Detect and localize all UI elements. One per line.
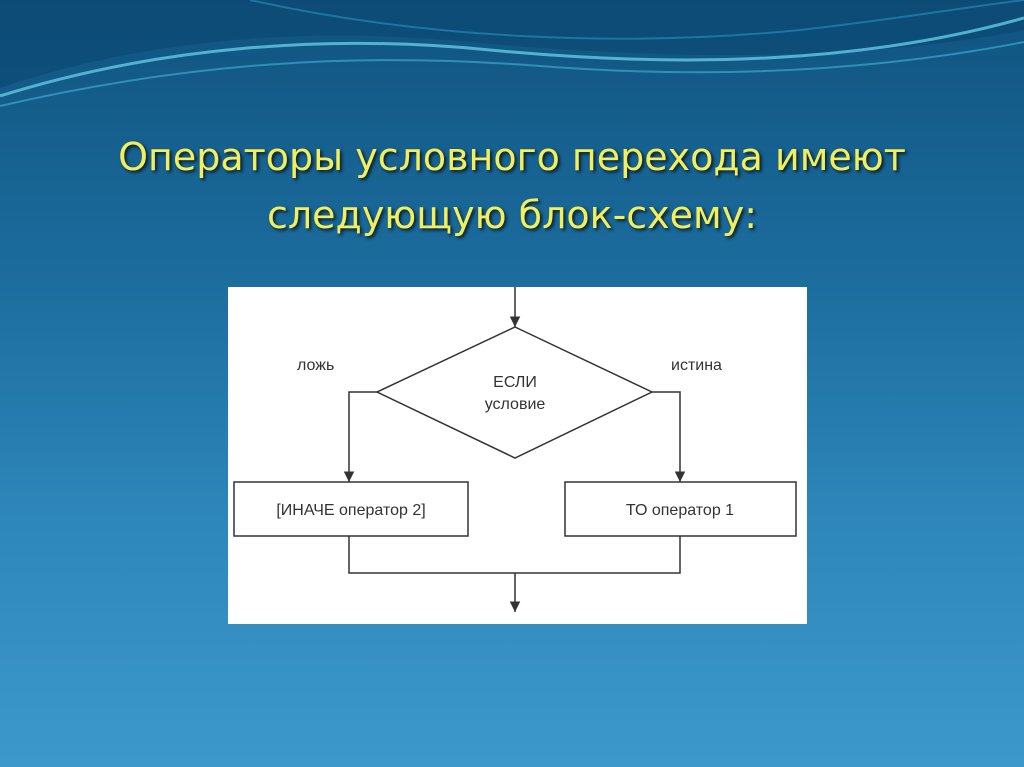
condition-diamond xyxy=(375,326,654,459)
flowchart-panel: ЕСЛИ условие ложь истина [ИНАЧЕ оператор… xyxy=(228,287,807,624)
condition-label-line-2: условие xyxy=(485,396,546,413)
flowchart-diagram: ЕСЛИ условие ложь истина [ИНАЧЕ оператор… xyxy=(233,287,797,612)
else-statement-box xyxy=(233,481,469,537)
slide-title-line-2: следующую блок-схему: xyxy=(266,193,757,237)
true-branch-connector xyxy=(652,391,686,482)
then-statement-label: ТО оператор 1 xyxy=(626,502,734,519)
then-statement-box xyxy=(564,481,797,537)
false-branch-connector xyxy=(343,391,377,482)
merge-connector xyxy=(348,536,681,574)
true-branch-label: истина xyxy=(671,357,722,374)
slide-title: Операторы условного перехода имеют следу… xyxy=(40,128,984,244)
decorative-waves xyxy=(0,0,1024,107)
condition-label-line-1: ЕСЛИ xyxy=(493,374,537,391)
slide-title-line-1: Операторы условного перехода имеют xyxy=(118,135,906,179)
false-branch-label: ложь xyxy=(297,357,334,374)
else-statement-label: [ИНАЧЕ оператор 2] xyxy=(276,502,425,519)
